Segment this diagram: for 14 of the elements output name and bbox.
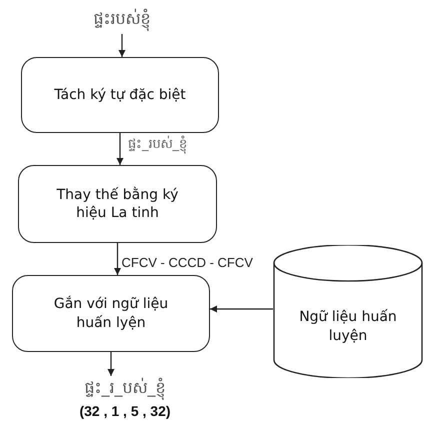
arrow [210, 306, 273, 312]
khmer-text: ផ្ទះរបស់ខ្ញុំ [94, 8, 150, 32]
process-box: Thay thế bằng ký hiệu La tinh [18, 165, 217, 243]
number-sequence: (32 , 1 , 5 , 32) [79, 403, 171, 419]
edge-label: ផ្ទះ_របស់_ខ្ញុំ [128, 138, 187, 152]
process-box: Tách ký tự đặc biệt [21, 57, 219, 133]
process-box: Gắn với ngữ liệu huấn lyện [12, 275, 210, 352]
khmer-text: ផ្ទះ_រ_បស់_ខ្ញុំ [84, 377, 166, 401]
arrow [108, 352, 114, 376]
edge-label: CFCV - CCCD - CFCV [122, 256, 253, 270]
database-cylinder: Ngữ liệu huấn luyện [273, 245, 423, 378]
arrow [116, 133, 124, 165]
arrow [118, 34, 126, 57]
arrow [114, 243, 121, 275]
